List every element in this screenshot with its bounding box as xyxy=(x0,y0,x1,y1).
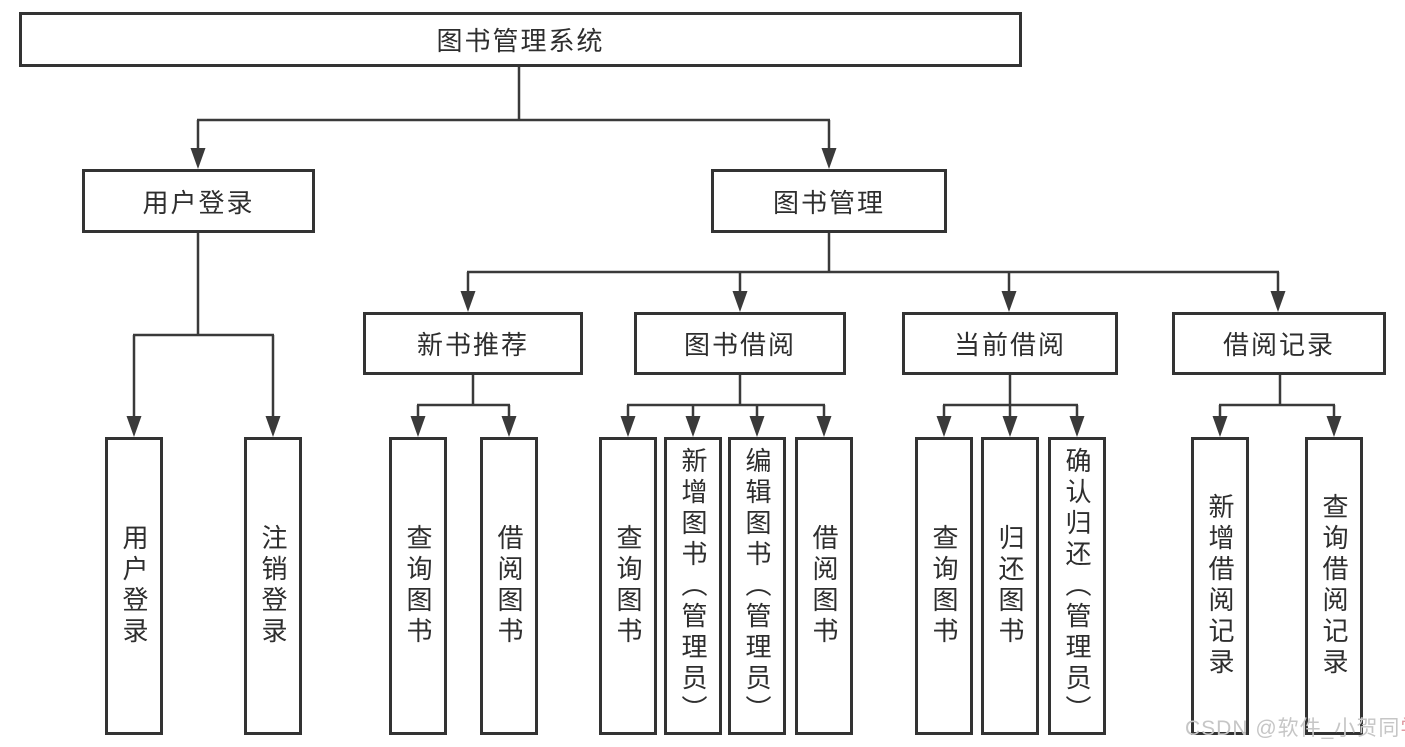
leaf-query-book-1-box: 查询图书 xyxy=(389,437,447,735)
node-book-management-label: 图书管理 xyxy=(772,187,885,218)
node-book-borrow-box: 图书借阅 xyxy=(634,312,846,375)
node-borrow-record-box: 借阅记录 xyxy=(1172,312,1386,375)
leaf-borrow-book-2-box: 借阅图书 xyxy=(795,437,853,735)
node-current-borrow-label: 当前借阅 xyxy=(953,330,1066,360)
node-root-box: 图书管理系统 xyxy=(19,12,1022,67)
leaf-add-book-admin-box: 新增图书（管理员） xyxy=(664,437,722,735)
leaf-borrow-book-2-label: 借阅图书 xyxy=(809,524,839,648)
leaf-add-borrow-record-label: 新增借阅记录 xyxy=(1205,493,1235,679)
leaf-logout-box: 注销登录 xyxy=(244,437,302,735)
node-book-management-box: 图书管理 xyxy=(711,169,947,233)
node-book-borrow-label: 图书借阅 xyxy=(683,330,796,360)
csdn-watermark-text: CSDN @软件_小贺同 xyxy=(1185,717,1401,740)
leaf-query-book-3-box: 查询图书 xyxy=(915,437,973,735)
node-new-book-recommend-label: 新书推荐 xyxy=(416,330,529,360)
node-user-login-box: 用户登录 xyxy=(82,169,315,233)
leaf-user-login-box: 用户登录 xyxy=(105,437,163,735)
leaf-confirm-return-admin-label: 确认归还（管理员） xyxy=(1062,446,1092,726)
node-current-borrow-box: 当前借阅 xyxy=(902,312,1118,375)
leaf-edit-book-admin-box: 编辑图书（管理员） xyxy=(728,437,786,735)
leaf-borrow-book-1-box: 借阅图书 xyxy=(480,437,538,735)
node-root-label: 图书管理系统 xyxy=(436,26,605,56)
csdn-watermark-accent: 学 xyxy=(1400,717,1405,740)
leaf-return-book-box: 归还图书 xyxy=(981,437,1039,735)
leaf-user-login-label: 用户登录 xyxy=(119,524,149,648)
leaf-query-book-2-box: 查询图书 xyxy=(599,437,657,735)
leaf-edit-book-admin-label: 编辑图书（管理员） xyxy=(742,446,772,726)
leaf-confirm-return-admin-box: 确认归还（管理员） xyxy=(1048,437,1106,735)
csdn-watermark: CSDN @软件_小贺同学 xyxy=(1185,712,1405,742)
node-new-book-recommend-box: 新书推荐 xyxy=(363,312,583,375)
leaf-query-book-2-label: 查询图书 xyxy=(613,524,643,648)
leaf-add-book-admin-label: 新增图书（管理员） xyxy=(678,446,708,726)
leaf-borrow-book-1-label: 借阅图书 xyxy=(494,524,524,648)
leaf-query-book-1-label: 查询图书 xyxy=(403,524,433,648)
leaf-add-borrow-record-box: 新增借阅记录 xyxy=(1191,437,1249,735)
leaf-query-book-3-label: 查询图书 xyxy=(929,524,959,648)
leaf-query-borrow-record-label: 查询借阅记录 xyxy=(1319,493,1349,679)
leaf-return-book-label: 归还图书 xyxy=(995,524,1025,648)
leaf-logout-label: 注销登录 xyxy=(258,524,288,648)
leaf-query-borrow-record-box: 查询借阅记录 xyxy=(1305,437,1363,735)
node-user-login-label: 用户登录 xyxy=(142,187,255,218)
node-borrow-record-label: 借阅记录 xyxy=(1222,330,1335,360)
